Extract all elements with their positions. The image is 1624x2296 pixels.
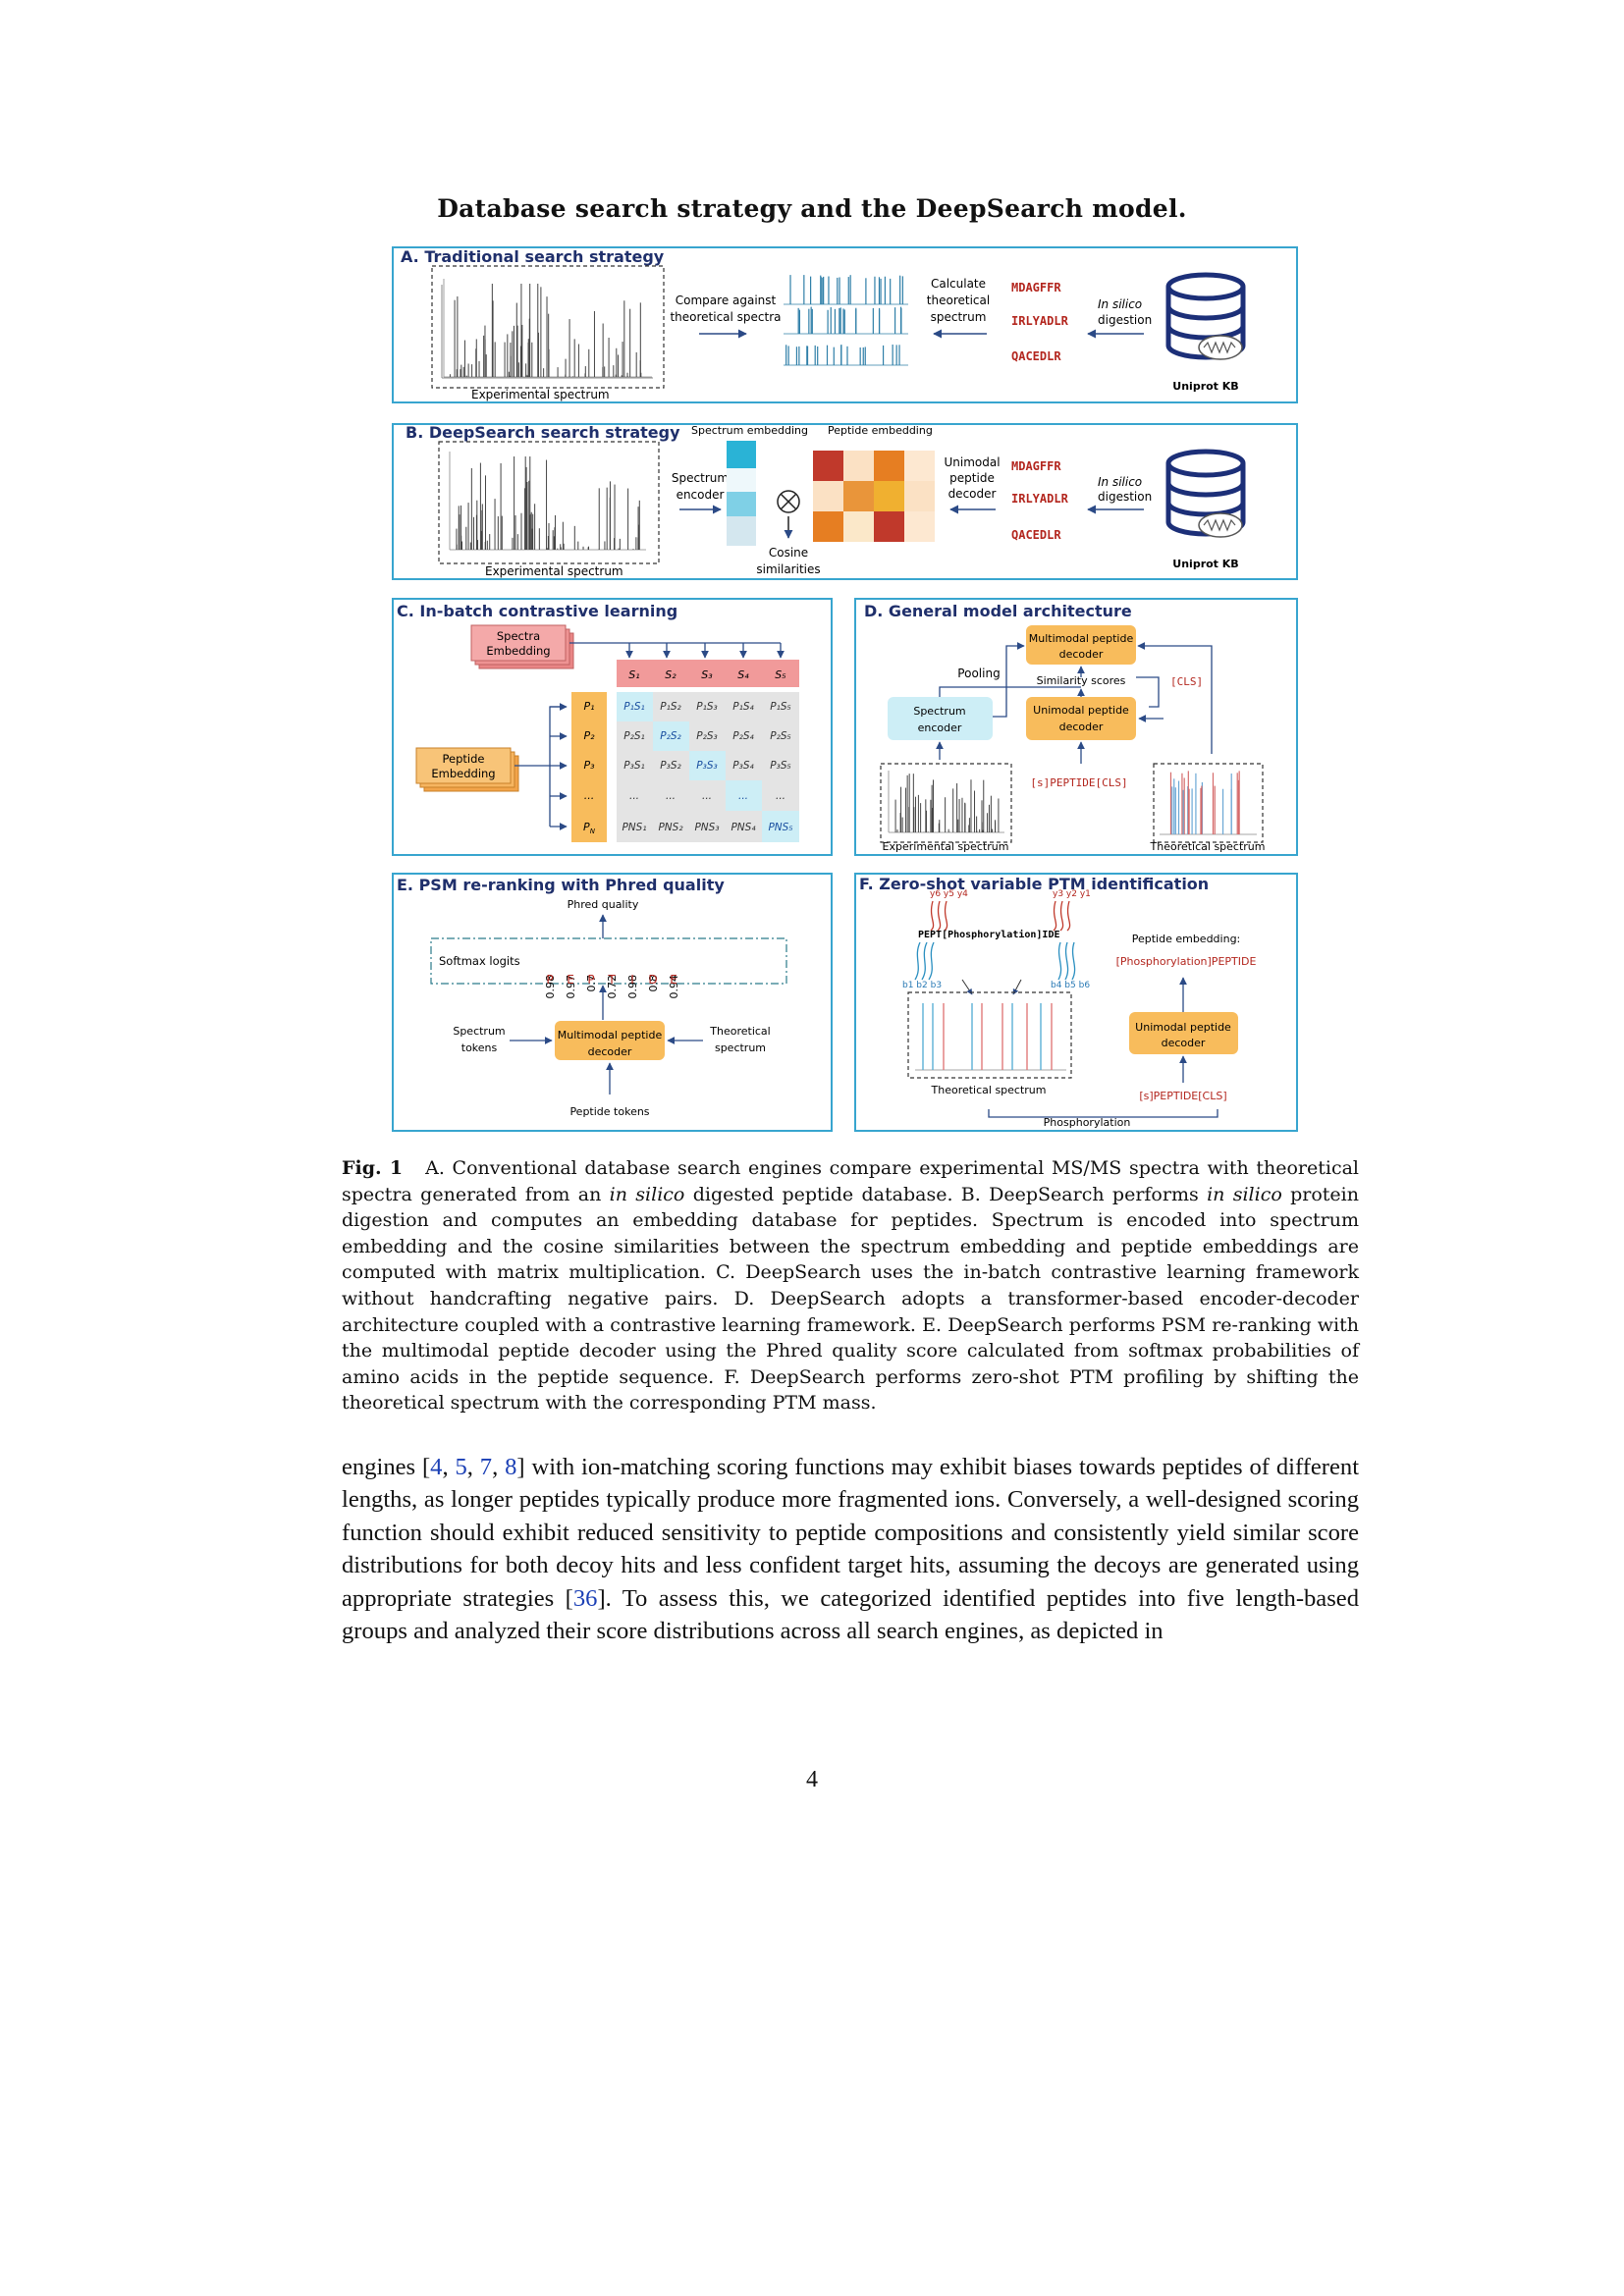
panel-d-title: D. General model architecture <box>864 602 1132 620</box>
panel-c <box>392 598 833 856</box>
panel-b-title: B. DeepSearch search strategy <box>406 423 680 442</box>
caption-italic-2: in silico <box>1207 1183 1282 1205</box>
figure-title: Database search strategy and the DeepSea… <box>437 194 1187 223</box>
body-sep-2: , <box>466 1454 480 1480</box>
body-text-3: ]. To assess this, we categorized identi… <box>342 1584 1360 1645</box>
panel-b <box>392 423 1298 580</box>
figure-caption: Fig. 1 A. Conventional database search e… <box>342 1155 1359 1416</box>
caption-italic-1: in silico <box>609 1183 685 1205</box>
citation-8[interactable]: 8 <box>505 1454 517 1480</box>
citation-36[interactable]: 36 <box>572 1584 598 1612</box>
panel-f <box>854 873 1298 1132</box>
citation-7[interactable]: 7 <box>479 1454 493 1480</box>
citation-5[interactable]: 5 <box>455 1454 467 1480</box>
caption-part-1: A. Conventional database search engines … <box>342 1157 1359 1205</box>
caption-label: Fig. 1 <box>342 1157 404 1179</box>
caption-part-2: digested peptide database. B. DeepSearch… <box>684 1183 1208 1205</box>
caption-part-3: protein digestion and computes an embedd… <box>342 1183 1359 1415</box>
panel-e-title: E. PSM re-ranking with Phred quality <box>397 876 725 894</box>
panel-e <box>392 873 833 1132</box>
body-sep-1: , <box>442 1454 456 1480</box>
panel-a-title: A. Traditional search strategy <box>401 247 665 266</box>
panel-d <box>854 598 1298 856</box>
body-text-1: engines [ <box>342 1454 431 1480</box>
body-sep-3: , <box>492 1454 506 1480</box>
panel-a <box>392 246 1298 403</box>
body-text-2: ] with ion-matching scoring functions ma… <box>342 1454 1360 1612</box>
panel-f-title: F. Zero-shot variable PTM identification <box>859 875 1210 893</box>
page-number: 4 <box>806 1767 818 1792</box>
citation-4[interactable]: 4 <box>430 1454 443 1480</box>
panel-c-title: C. In-batch contrastive learning <box>397 602 678 620</box>
body-paragraph: engines [4, 5, 7, 8] with ion-matching s… <box>342 1451 1359 1647</box>
